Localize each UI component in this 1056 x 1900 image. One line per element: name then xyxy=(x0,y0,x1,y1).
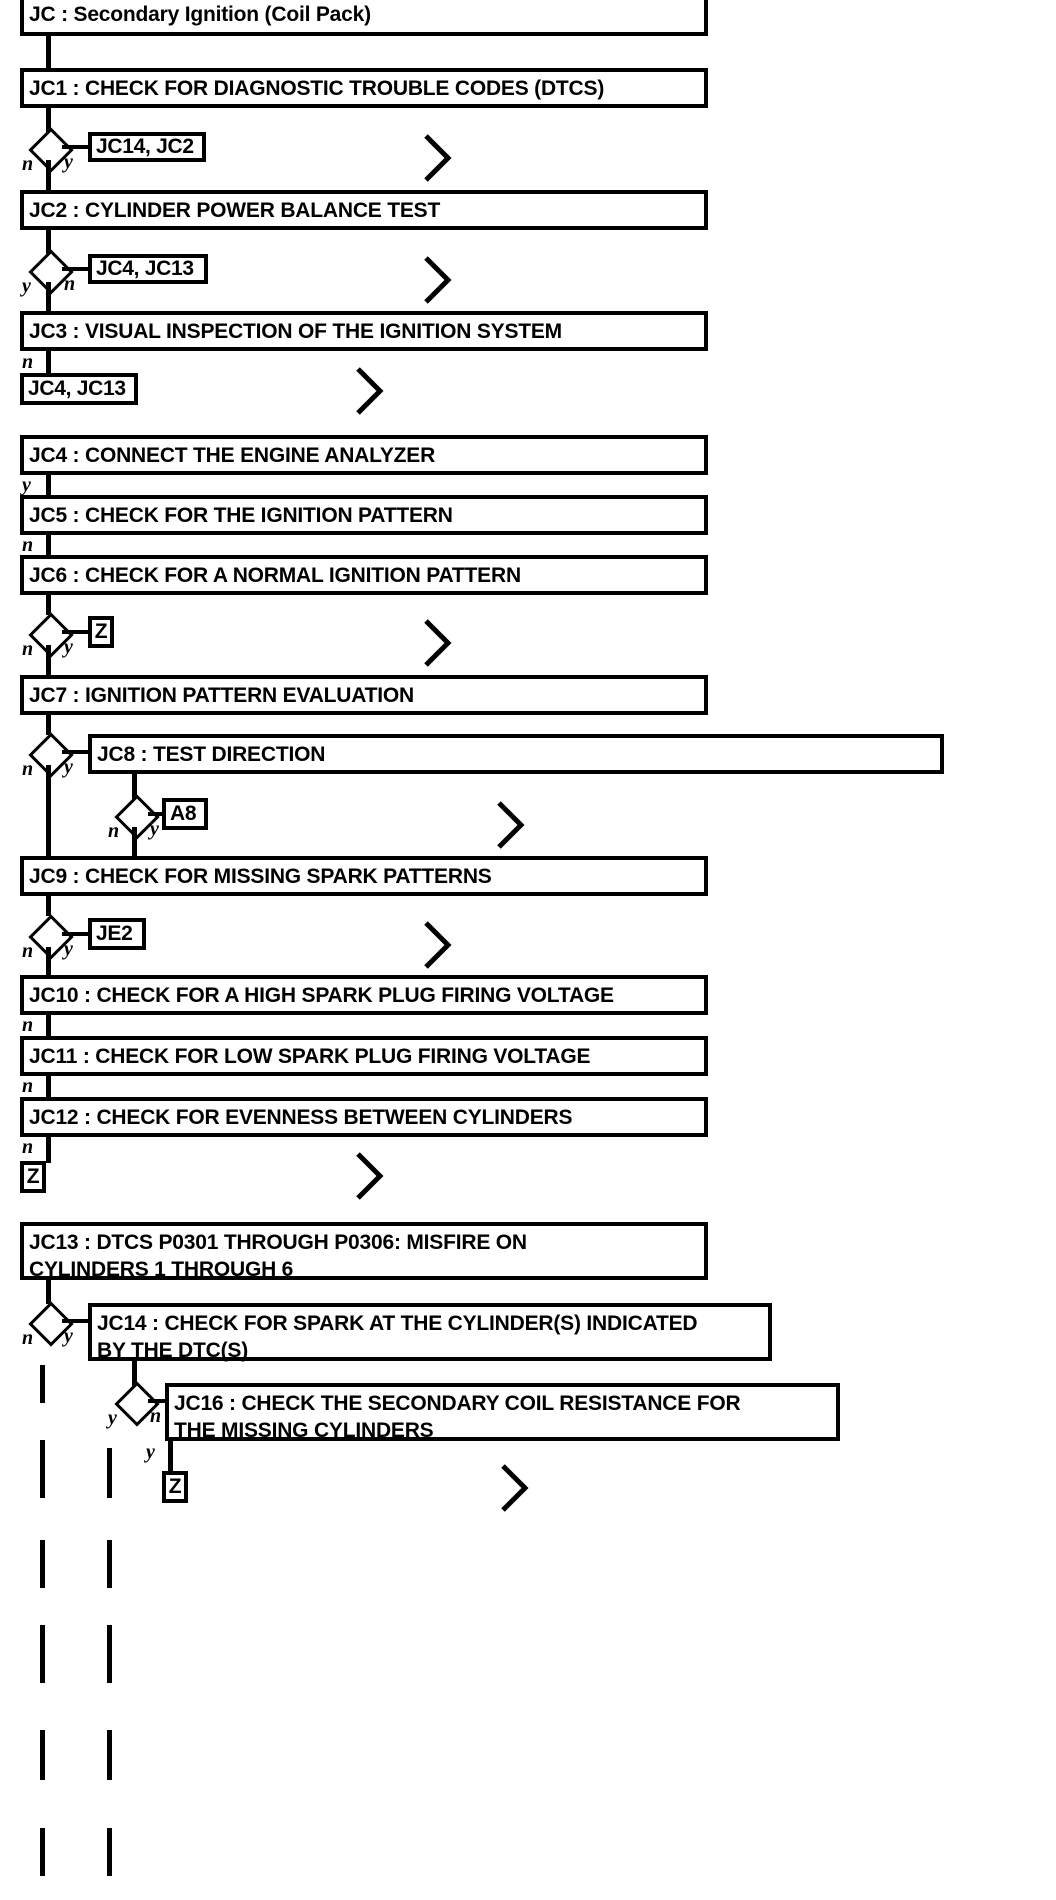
tag-JC4-JC13-a[interactable]: JC4, JC13 xyxy=(88,254,208,284)
tag-Z-a[interactable]: Z xyxy=(88,616,114,648)
connector-JC14-d8 xyxy=(132,1361,137,1389)
branch-label-d4-yes: y xyxy=(64,756,73,778)
branch-label-d6-no: n xyxy=(22,940,34,962)
branch-d1-yes-line xyxy=(62,145,90,149)
branch-d5-yes-line xyxy=(148,812,170,816)
trunk-stub-left-1 xyxy=(40,1365,45,1403)
continuation-chevron-4 xyxy=(420,615,454,671)
branch-label-d4-no: n xyxy=(22,758,34,780)
connector-JC2-d2 xyxy=(46,230,51,256)
connector-d3-JC7 xyxy=(46,645,51,675)
branch-stub-mid-4 xyxy=(107,1730,112,1780)
step-box-JC5[interactable]: JC5 : CHECK FOR THE IGNITION PATTERN xyxy=(20,495,708,535)
branch-label-d5-no: n xyxy=(108,820,120,842)
branch-d7-yes-line xyxy=(62,1319,90,1323)
step-box-JC4[interactable]: JC4 : CONNECT THE ENGINE ANALYZER xyxy=(20,435,708,475)
branch-label-d8-yes: y xyxy=(108,1407,117,1429)
tag-JC14-JC2[interactable]: JC14, JC2 xyxy=(88,132,206,162)
trunk-stub-left-4 xyxy=(40,1625,45,1683)
branch-label-JC16-yes: y xyxy=(146,1441,155,1463)
tag-A8[interactable]: A8 xyxy=(162,798,208,830)
branch-label-d7-no: n xyxy=(22,1327,34,1349)
continuation-chevron-7 xyxy=(352,1148,386,1204)
branch-label-JC11-no: n xyxy=(22,1075,34,1097)
branch-label-JC12-no: n xyxy=(22,1136,34,1158)
step-box-JC1[interactable]: JC1 : CHECK FOR DIAGNOSTIC TROUBLE CODES… xyxy=(20,68,708,108)
step-box-JC2[interactable]: JC2 : CYLINDER POWER BALANCE TEST xyxy=(20,190,708,230)
branch-label-JC5-no: n xyxy=(22,534,34,556)
connector-d5-JC9 xyxy=(132,827,137,857)
tag-Z-c[interactable]: Z xyxy=(162,1471,188,1503)
continuation-chevron-6 xyxy=(420,917,454,973)
trunk-stub-left-6 xyxy=(40,1828,45,1876)
branch-stub-mid-5 xyxy=(107,1828,112,1876)
continuation-chevron-2 xyxy=(420,252,454,308)
branch-stub-mid-2 xyxy=(107,1540,112,1588)
connector-JC8-d5 xyxy=(132,774,137,802)
connector-d1-JC2 xyxy=(46,160,51,192)
branch-d3-yes-line xyxy=(62,630,90,634)
tag-Z-b[interactable]: Z xyxy=(20,1161,46,1193)
connector-d6-JC10 xyxy=(46,947,51,975)
branch-d8-no-line xyxy=(148,1399,168,1403)
branch-d4-yes-line xyxy=(62,750,90,754)
step-box-JC6[interactable]: JC6 : CHECK FOR A NORMAL IGNITION PATTER… xyxy=(20,555,708,595)
connector-JC3-tag xyxy=(46,351,51,375)
step-box-JC[interactable]: JC : Secondary Ignition (Coil Pack) xyxy=(20,0,708,36)
branch-d6-yes-line xyxy=(62,932,90,936)
connector-JC-JC1 xyxy=(46,36,51,68)
branch-label-d1-no: n xyxy=(22,153,34,175)
trunk-stub-left-5 xyxy=(40,1730,45,1780)
connector-d4-no-down xyxy=(46,765,51,870)
step-box-JC14[interactable]: JC14 : CHECK FOR SPARK AT THE CYLINDER(S… xyxy=(88,1303,772,1362)
branch-label-d2-no: n xyxy=(64,273,76,295)
continuation-chevron-8 xyxy=(497,1460,531,1516)
branch-label-d2-yes: y xyxy=(22,275,31,297)
branch-label-d7-yes: y xyxy=(64,1325,73,1347)
trunk-stub-left-2 xyxy=(40,1440,45,1498)
connector-JC11-JC12 xyxy=(46,1076,51,1098)
step-box-JC7[interactable]: JC7 : IGNITION PATTERN EVALUATION xyxy=(20,675,708,715)
connector-JC1-d1 xyxy=(46,108,51,134)
branch-label-d1-yes: y xyxy=(64,151,73,173)
branch-label-d3-no: n xyxy=(22,638,34,660)
branch-label-d3-yes: y xyxy=(64,636,73,658)
step-box-JC11[interactable]: JC11 : CHECK FOR LOW SPARK PLUG FIRING V… xyxy=(20,1036,708,1076)
step-box-JC8[interactable]: JC8 : TEST DIRECTION xyxy=(88,734,944,774)
branch-label-JC4-yes: y xyxy=(22,474,31,496)
step-box-JC10[interactable]: JC10 : CHECK FOR A HIGH SPARK PLUG FIRIN… xyxy=(20,975,708,1015)
connector-JC9-d6 xyxy=(46,896,51,916)
tag-JC4-JC13-b[interactable]: JC4, JC13 xyxy=(20,373,138,405)
branch-label-JC3-no: n xyxy=(22,351,34,373)
step-box-JC13[interactable]: JC13 : DTCS P0301 THROUGH P0306: MISFIRE… xyxy=(20,1222,708,1281)
branch-label-d5-yes: y xyxy=(150,818,159,840)
step-box-JC16[interactable]: JC16 : CHECK THE SECONDARY COIL RESISTAN… xyxy=(165,1383,840,1442)
step-box-JC9[interactable]: JC9 : CHECK FOR MISSING SPARK PATTERNS xyxy=(20,856,708,896)
branch-stub-mid-1 xyxy=(107,1448,112,1498)
connector-JC5-JC6 xyxy=(46,535,51,557)
branch-label-JC10-no: n xyxy=(22,1014,34,1036)
step-box-JC3[interactable]: JC3 : VISUAL INSPECTION OF THE IGNITION … xyxy=(20,311,708,351)
continuation-chevron-3 xyxy=(352,363,386,419)
connector-JC4-JC5 xyxy=(46,475,51,497)
continuation-chevron-1 xyxy=(420,130,454,186)
continuation-chevron-5 xyxy=(493,797,527,853)
connector-JC7-d4 xyxy=(46,715,51,735)
connector-JC10-JC11 xyxy=(46,1015,51,1037)
trunk-stub-left-3 xyxy=(40,1540,45,1588)
connector-JC12-tagZ xyxy=(46,1137,51,1163)
branch-label-d6-yes: y xyxy=(64,938,73,960)
branch-label-d8-no: n xyxy=(150,1405,162,1427)
branch-stub-mid-3 xyxy=(107,1625,112,1683)
connector-d2-JC3 xyxy=(46,282,51,312)
branch-d2-no-line xyxy=(62,267,90,271)
connector-JC13-d7 xyxy=(46,1280,51,1304)
connector-JC6-d3 xyxy=(46,595,51,615)
tag-JE2[interactable]: JE2 xyxy=(88,918,146,950)
connector-JC16-tagZ xyxy=(168,1441,173,1473)
step-box-JC12[interactable]: JC12 : CHECK FOR EVENNESS BETWEEN CYLIND… xyxy=(20,1097,708,1137)
